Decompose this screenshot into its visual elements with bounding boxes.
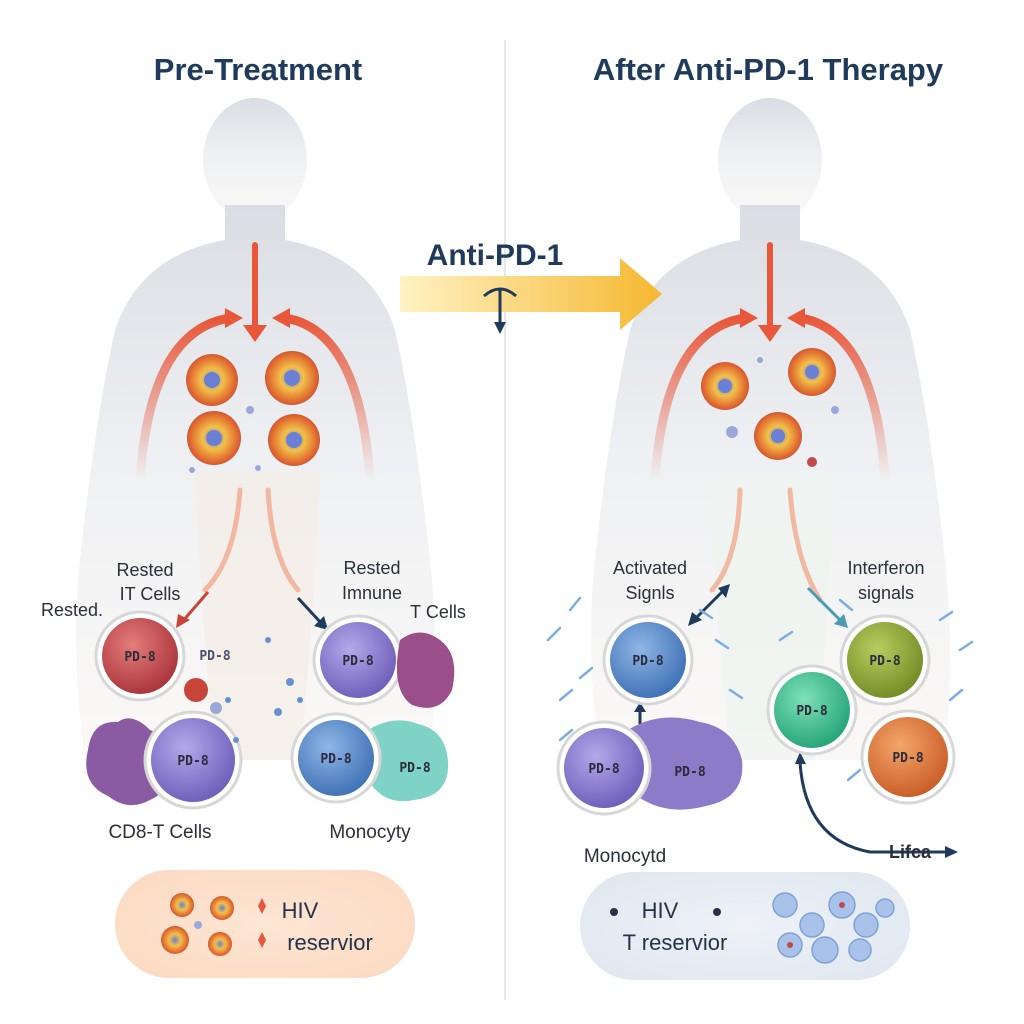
purple-cell-bottom-label: PD-8 (177, 754, 208, 769)
right-small-arrows (634, 584, 958, 858)
label-rested-side: Rested. (41, 600, 103, 620)
label-activated-line2: Signls (625, 583, 674, 603)
right-purple-cell-label: PD-8 (588, 762, 619, 777)
right-chest-virus-cluster (701, 348, 839, 467)
left-reservoir-line1: HIV (282, 898, 319, 923)
left-hiv-reservoir: HIV reservior (115, 870, 415, 978)
pre-treatment-title: Pre-Treatment (154, 52, 362, 87)
reservoir-virus (161, 926, 189, 954)
right-reservoir-line1: HIV (642, 898, 679, 923)
right-blue-cell: PD-8 (602, 614, 694, 706)
after-therapy-title: After Anti-PD-1 Therapy (593, 52, 944, 87)
right-green-cell-label: PD-8 (796, 704, 827, 719)
left-purple-cell-bottom: PD-8 (143, 710, 243, 810)
anti-pd1-label: Anti-PD-1 (427, 239, 564, 272)
left-small-arrows (176, 591, 328, 630)
label-rested-immune-line2: Imnune (342, 583, 402, 603)
label-cd8-t-cells: CD8-T Cells (108, 822, 211, 843)
label-rested-it-line1: Rested (116, 560, 173, 580)
label-monocyte-right: Monocytd (584, 846, 666, 867)
right-monocyte-cell-label: PD-8 (674, 765, 705, 780)
left-blue-cell: PD-8 (290, 712, 382, 804)
purple-cell-top-label: PD-8 (342, 654, 373, 669)
label-t-cells: T Cells (410, 602, 466, 622)
label-rested-immune-line1: Rested (343, 558, 400, 578)
left-monocyte-shape (396, 632, 455, 708)
virus-particle (788, 348, 836, 396)
label-interferon-line1: Interferon (847, 558, 924, 578)
right-orange-cell-label: PD-8 (892, 751, 923, 766)
right-antibody-particles (546, 596, 974, 782)
label-activated-line1: Activated (613, 558, 687, 578)
right-reservoir-line2: T reservior (623, 930, 728, 955)
left-purple-cell-top: PD-8 (312, 614, 404, 706)
right-hiv-reservoir: HIV T reservior (580, 872, 910, 980)
label-monocyte-left: Monocyty (329, 822, 411, 843)
left-antibody-particles (225, 637, 303, 743)
right-olive-cell-label: PD-8 (869, 654, 900, 669)
left-flow-arrows (135, 242, 375, 593)
reservoir-virus (208, 932, 232, 956)
virus-particle (268, 414, 320, 466)
right-green-cell: PD-8 (766, 664, 858, 756)
right-purple-monocyte: PD-8 (628, 717, 743, 810)
virus-particle (187, 411, 241, 465)
right-flow-arrows (650, 242, 890, 603)
right-purple-cell: PD-8 (556, 720, 652, 816)
left-red-cell: PD-8 (94, 610, 186, 702)
teal-cell-label: PD-8 (399, 761, 430, 776)
label-rested-it-line2: IT Cells (120, 584, 181, 604)
reservoir-virus-cluster (772, 891, 895, 964)
anti-pd1-arrow: Anti-PD-1 (400, 239, 662, 334)
label-interferon-line2: signals (858, 583, 914, 603)
blue-cell-label: PD-8 (320, 752, 351, 767)
red-cell-side-label: PD-8 (199, 649, 230, 664)
right-orange-cell: PD-8 (860, 709, 956, 805)
left-teal-monocyte: PD-8 (365, 720, 449, 802)
reservoir-virus (210, 896, 234, 920)
red-cell-label: PD-8 (124, 650, 155, 665)
virus-particle (754, 412, 802, 460)
virus-particle (701, 362, 749, 410)
reservoir-virus (170, 893, 194, 917)
virus-particle (186, 354, 238, 406)
left-small-virus (184, 678, 222, 714)
right-blue-cell-label: PD-8 (632, 654, 663, 669)
left-chest-virus-cluster (186, 351, 320, 473)
left-reservoir-line2: reservior (287, 930, 373, 955)
right-olive-cell: PD-8 (839, 614, 931, 706)
label-lifca: Lifca (889, 842, 932, 862)
virus-particle (265, 351, 319, 405)
